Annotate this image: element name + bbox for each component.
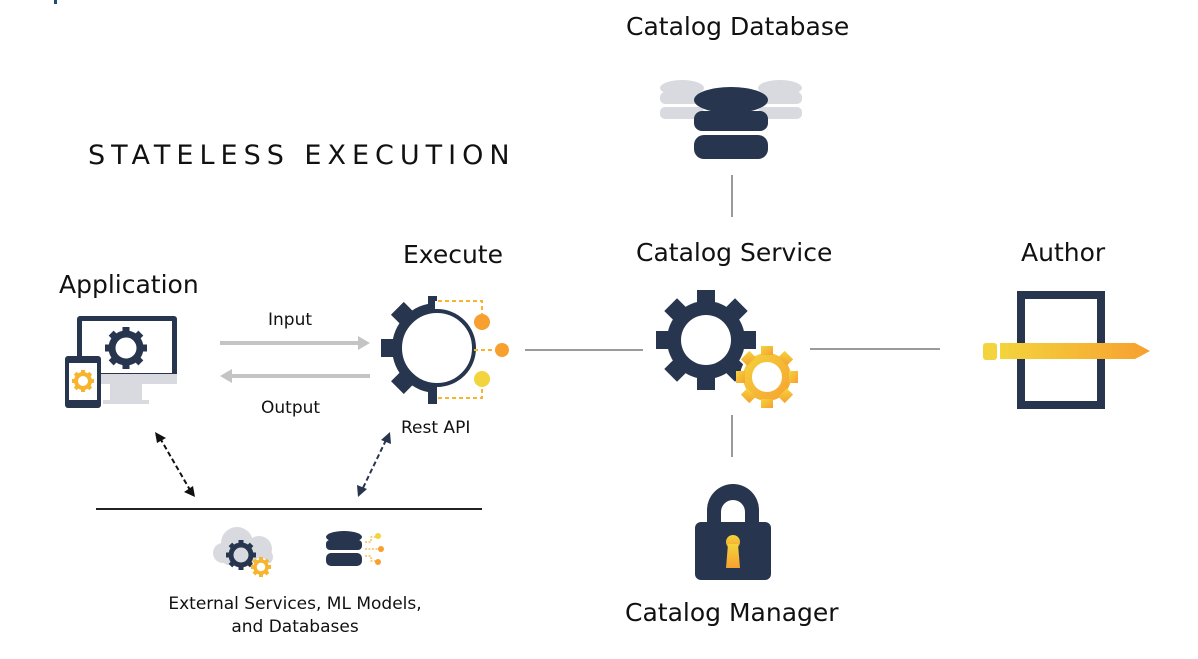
- input-output-arrows: [220, 336, 370, 383]
- application-label: Application: [59, 270, 199, 299]
- diagram-title: STATELESS EXECUTION: [88, 140, 516, 171]
- database-stack-icon: [660, 80, 802, 159]
- external-links: [155, 432, 391, 497]
- external-divider: [96, 508, 482, 510]
- external-label-line2: and Databases: [231, 617, 359, 637]
- application-external-arrow: [155, 432, 195, 497]
- rest-api-label: Rest API: [401, 418, 471, 438]
- database-connections-icon: [326, 531, 384, 566]
- external-label-line1: External Services, ML Models,: [168, 594, 422, 614]
- devices-gear-icon: [65, 316, 177, 408]
- input-label: Input: [268, 310, 313, 330]
- execute-service-connector: [525, 349, 643, 351]
- output-arrow: [220, 369, 370, 383]
- input-arrow: [220, 336, 370, 350]
- cloud-gear-icon: [213, 527, 273, 577]
- top-edge-mark: [54, 0, 57, 4]
- service-author-connector: [810, 348, 940, 350]
- document-pencil-icon: [983, 291, 1150, 409]
- rest-api-external-arrow: [357, 432, 391, 497]
- double-gear-icon: [656, 290, 798, 408]
- catalog-service-label: Catalog Service: [636, 238, 833, 267]
- catalog-database-label: Catalog Database: [626, 12, 850, 41]
- output-label: Output: [261, 398, 321, 418]
- service-manager-connector: [731, 415, 733, 457]
- padlock-icon: [695, 484, 771, 580]
- execute-label: Execute: [403, 240, 503, 269]
- catalog-manager-label: Catalog Manager: [625, 598, 839, 627]
- db-service-connector: [731, 175, 733, 217]
- author-label: Author: [1021, 238, 1106, 267]
- gear-api-icon: [381, 296, 509, 404]
